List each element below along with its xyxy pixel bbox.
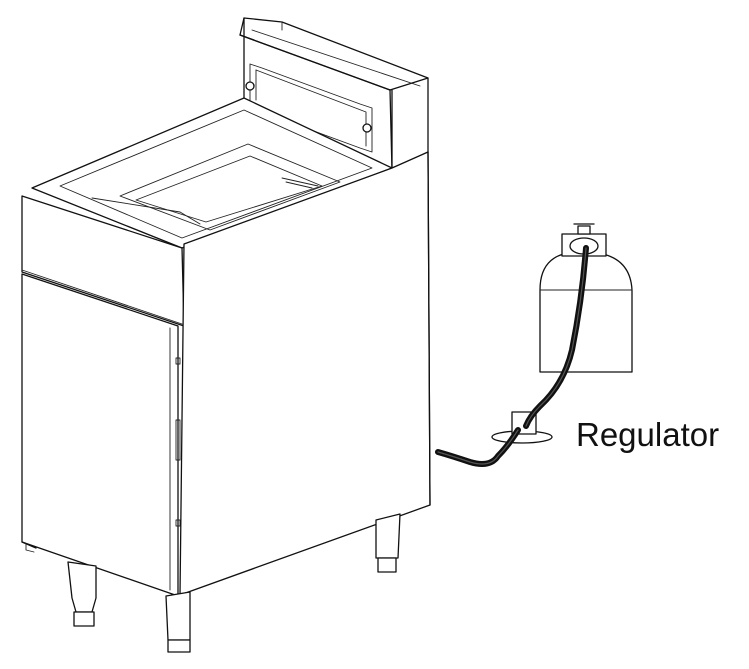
flue-panel [239,17,429,173]
regulator-label: Regulator [576,416,720,453]
gas-hose [435,245,589,467]
door [21,273,181,597]
legs [21,513,401,653]
fryer [21,17,431,653]
regulator [491,411,553,444]
right-fitting-icon [362,123,372,133]
left-fitting-icon [245,81,255,91]
